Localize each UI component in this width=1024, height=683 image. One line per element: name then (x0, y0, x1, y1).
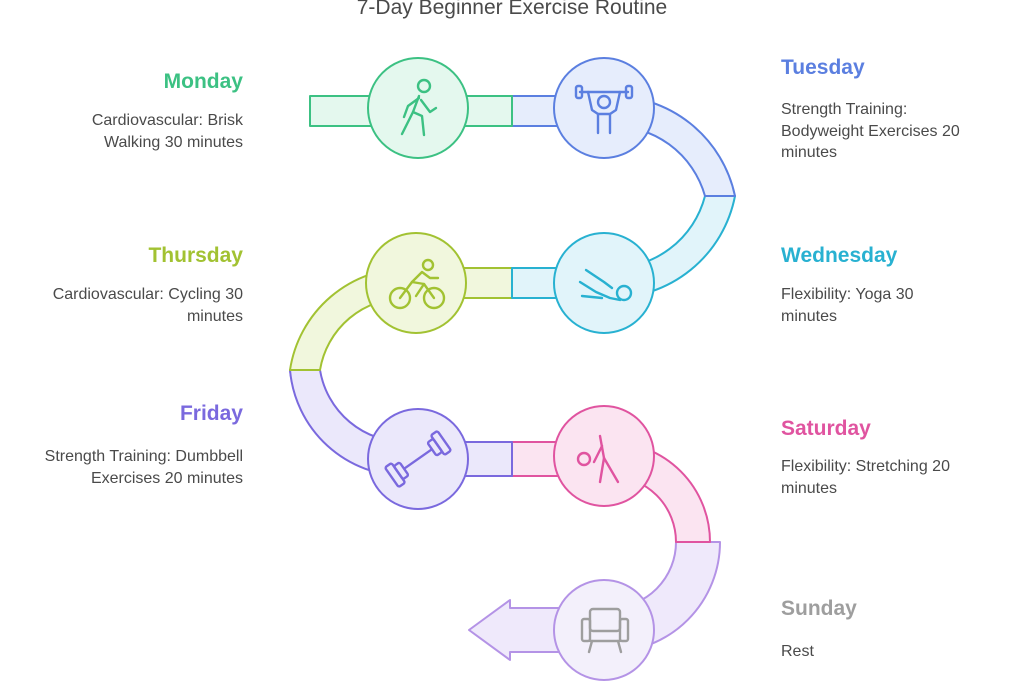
day-label-monday: Monday (163, 70, 243, 93)
tuesday-node (553, 57, 655, 159)
monday-node (367, 57, 469, 159)
armchair-icon (580, 607, 630, 654)
sunday-track (468, 541, 721, 661)
day-description-thursday: Cardiovascular: Cycling 30 minutes (52, 286, 243, 325)
thursday-node (365, 232, 467, 334)
friday-node (367, 408, 469, 510)
day-description-saturday: Flexibility: Stretching 20 minutes (781, 458, 950, 497)
day-description-sunday: Rest (781, 643, 814, 660)
dumbbell-icon (384, 430, 452, 488)
sunday-node (553, 579, 655, 681)
day-label-thursday: Thursday (148, 244, 243, 267)
diagram-title: 7-Day Beginner Exercise Routine (356, 0, 668, 19)
weightlifter-icon (574, 84, 634, 135)
day-description-tuesday: Strength Training: Bodyweight Exercises … (781, 101, 960, 161)
saturday-node (553, 405, 655, 507)
day-description-wednesday: Flexibility: Yoga 30 minutes (781, 286, 914, 325)
day-label-friday: Friday (179, 402, 243, 425)
cyclist-icon (388, 258, 446, 310)
day-label-saturday: Saturday (781, 417, 871, 440)
yoga-stretch-icon (578, 268, 633, 302)
stretching-person-icon (576, 434, 620, 484)
day-description-friday: Strength Training: Dumbbell Exercises 20… (44, 448, 243, 487)
day-description-monday: Cardiovascular: Brisk Walking 30 minutes (91, 112, 243, 151)
walking-person-icon (400, 78, 438, 137)
day-label-tuesday: Tuesday (781, 56, 865, 79)
wednesday-node (553, 232, 655, 334)
day-label-sunday: Sunday (781, 597, 857, 620)
day-label-wednesday: Wednesday (781, 244, 898, 267)
